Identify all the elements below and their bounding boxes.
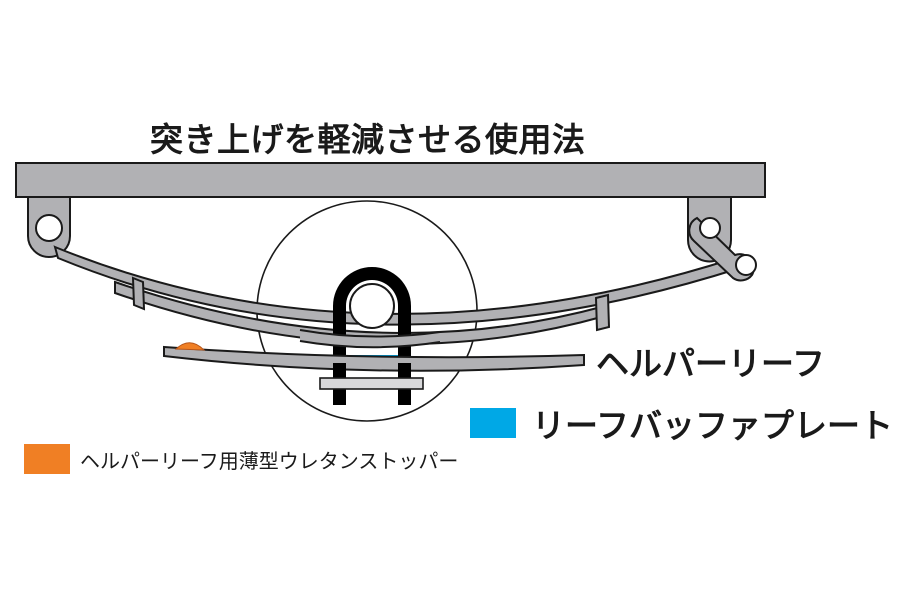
frame-rail [15, 162, 766, 198]
helper-leaf-label: ヘルパーリーフ [596, 344, 826, 383]
legend-item-buffer-plate: リーフバッファプレート [470, 399, 893, 447]
axle [349, 283, 395, 329]
blue-square-swatch-icon [470, 408, 516, 438]
diagram-title: 突き上げを軽減させる使用法 [150, 120, 586, 159]
main-leaf-upper-front [300, 330, 440, 348]
legend-item-urethane-stopper: ヘルパーリーフ用薄型ウレタンストッパー [24, 444, 458, 474]
legend-label: リーフバッファプレート [532, 406, 894, 445]
left-leaf-clamp [131, 276, 146, 311]
urethane-stopper [174, 342, 206, 351]
left-hanger-eye [35, 214, 63, 242]
u-bolt-plate [319, 377, 424, 390]
right-leaf-clamp [594, 293, 611, 332]
legend-label: ヘルパーリーフ用薄型ウレタンストッパー [80, 448, 459, 473]
right-shackle [688, 216, 757, 282]
helper-leaf [163, 345, 585, 372]
orange-square-swatch-icon [24, 444, 70, 474]
